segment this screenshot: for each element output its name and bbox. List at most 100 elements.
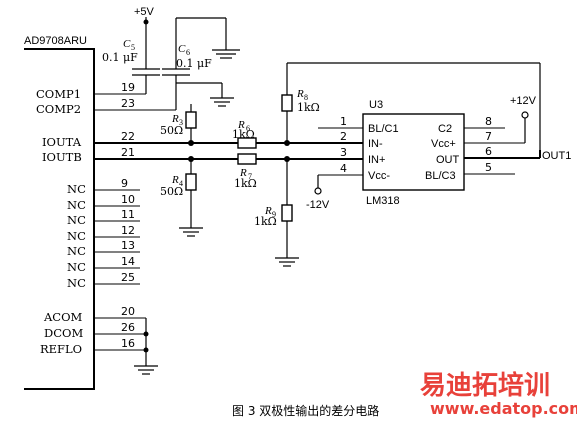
pin-label-acom: ACOM [43, 310, 83, 324]
pin-label-comp2: COMP2 [36, 102, 81, 116]
cap-c6: C 6 0.1 μF [162, 17, 240, 110]
pin-label-ioutb: IOUTB [42, 150, 82, 164]
watermark: 易迪拓培训 www.edatop.com [420, 371, 577, 418]
ic-lm318: U3 LM318 1 2 3 4 BL/C1 IN- IN+ Vcc- 8 7 … [318, 99, 540, 207]
r6-sub: 6 [246, 124, 250, 133]
pin-label-comp1: COMP1 [36, 87, 81, 101]
lm318-pin-num: 5 [485, 161, 492, 174]
resistor-r4: R 4 50Ω [160, 159, 203, 237]
ic-ad9708: AD9708ARU [24, 35, 95, 390]
r9-value: 1kΩ [254, 215, 277, 228]
r7-sub: 7 [248, 172, 252, 181]
ic-lm318-body [362, 113, 465, 191]
lm318-pin-label: Vcc+ [431, 138, 456, 150]
pin-label-nc: NC [67, 198, 86, 212]
lm318-pin-num: 3 [340, 146, 347, 159]
rail-plus12v: +12V [510, 95, 537, 143]
c5-sub: 5 [131, 43, 135, 52]
cap-c5: C 5 0.1 μF [102, 22, 160, 94]
pin-num: 21 [121, 146, 135, 159]
pin-label-nc: NC [67, 260, 86, 274]
label-out1: OUT1 [542, 150, 571, 162]
lm318-pin-label: OUT [436, 154, 460, 166]
ic-ad9708-name: AD9708ARU [24, 35, 87, 47]
lm318-pin-label: C2 [438, 123, 452, 135]
r4-letter: R [171, 174, 179, 186]
pin-num: 13 [121, 239, 135, 252]
signal-ioutb [94, 156, 331, 162]
ad9708-pins: COMP1 COMP2 IOUTA IOUTB NC NC NC NC NC N… [36, 81, 135, 356]
r4-sub: 4 [179, 179, 183, 188]
analog-ground-return [134, 318, 158, 375]
pin-label-dcom: DCOM [44, 326, 83, 340]
lm318-pin-num: 8 [485, 115, 492, 128]
pin-num: 22 [121, 130, 135, 143]
pin-label-reflo: REFLO [40, 342, 82, 356]
r9-sub: 9 [272, 210, 276, 219]
pin-num: 19 [121, 81, 135, 94]
r4-value: 50Ω [160, 185, 183, 198]
r3-value: 50Ω [160, 124, 183, 137]
ic-lm318-part: LM318 [366, 195, 400, 207]
r3-sub: 3 [179, 118, 183, 127]
pin-label-iouta: IOUTA [42, 135, 82, 149]
ground-comp2 [176, 82, 234, 107]
c5-letter: C [123, 38, 131, 50]
pin-label-nc: NC [67, 276, 86, 290]
r3-letter: R [171, 113, 179, 125]
lm318-pin-label: BL/C1 [368, 123, 399, 135]
r6-value: 1kΩ [232, 128, 255, 141]
r6-letter: R [237, 119, 245, 131]
r9-letter: R [264, 205, 272, 217]
c6-value: 0.1 μF [176, 57, 212, 70]
label-plus5v: +5V [134, 6, 155, 18]
lm318-pin-num: 7 [485, 130, 492, 143]
resistor-r8: R 8 1kΩ [281, 62, 541, 158]
lm318-pin-label: IN- [368, 138, 383, 150]
pin-num: 10 [121, 193, 135, 206]
lm318-pin-label: IN+ [368, 154, 385, 166]
c6-letter: C [178, 43, 186, 55]
pin-num: 16 [121, 337, 135, 350]
lm318-pin-num: 1 [340, 115, 347, 128]
resistor-r6: R 6 1kΩ [232, 119, 257, 149]
r8-letter: R [296, 88, 304, 100]
pin-num: 23 [121, 97, 135, 110]
lm318-pin-num: 4 [340, 162, 347, 175]
label-minus12v: -12V [306, 199, 330, 211]
watermark-url: www.edatop.com [430, 399, 577, 418]
pin-num: 11 [121, 208, 135, 221]
ad9708-pin-stubs [94, 93, 176, 351]
pin-label-nc: NC [67, 213, 86, 227]
resistor-r9: R 9 1kΩ [254, 159, 299, 267]
r8-value: 1kΩ [297, 101, 320, 114]
pin-label-nc: NC [67, 244, 86, 258]
pin-num: 9 [121, 177, 128, 190]
lm318-pin-num: 2 [340, 130, 347, 143]
signal-iouta [94, 140, 331, 146]
c6-sub: 6 [186, 48, 190, 57]
rail-minus12v: -12V [306, 175, 330, 211]
r7-letter: R [239, 167, 247, 179]
pin-label-nc: NC [67, 229, 86, 243]
pin-num: 20 [121, 305, 135, 318]
pin-num: 14 [121, 255, 135, 268]
lm318-pin-label: Vcc- [368, 170, 390, 182]
watermark-text: 易迪拓培训 [420, 371, 550, 401]
ic-lm318-ref: U3 [369, 99, 383, 111]
label-plus12v: +12V [510, 95, 537, 107]
pin-num: 26 [121, 321, 135, 334]
figure-caption: 图 3 双极性输出的差分电路 [232, 403, 379, 418]
c5-value: 0.1 μF [102, 51, 138, 64]
rail-plus5v: +5V [134, 6, 155, 25]
resistor-r3: R 3 50Ω [160, 104, 197, 143]
pin-label-nc: NC [67, 182, 86, 196]
r8-sub: 8 [304, 93, 308, 102]
ic-ad9708-body [24, 48, 95, 390]
output-out1: OUT1 [539, 150, 571, 162]
resistor-r7: R 7 1kΩ [234, 153, 257, 190]
lm318-pin-label: BL/C3 [425, 170, 456, 182]
lm318-pin-num: 6 [485, 145, 492, 158]
r7-value: 1kΩ [234, 177, 257, 190]
